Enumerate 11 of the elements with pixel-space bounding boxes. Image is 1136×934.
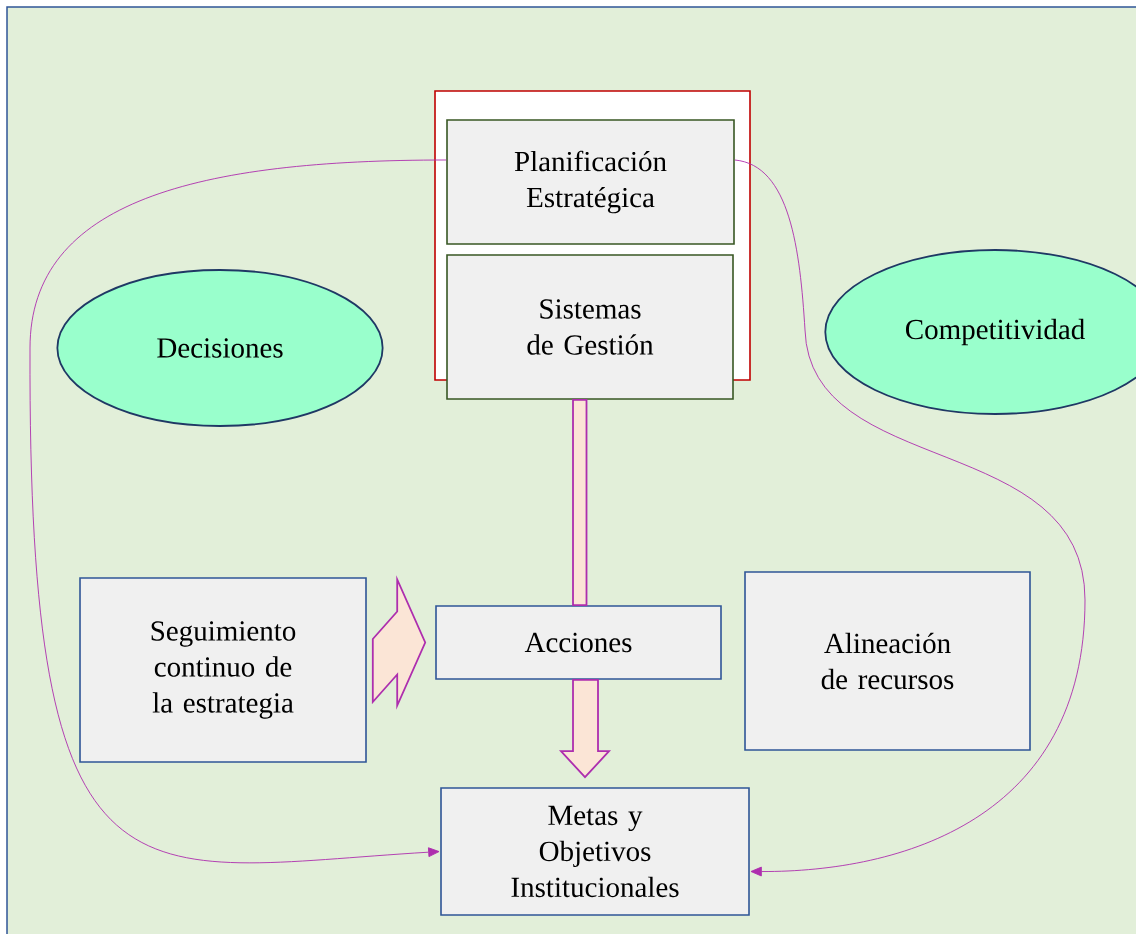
block-arrow	[558, 678, 612, 779]
curved-arrow	[734, 159, 1086, 877]
curved-arrow	[29, 159, 447, 864]
block-arrow	[371, 575, 427, 710]
process-box: Alineación de recursos	[744, 571, 1031, 751]
connector-bar	[572, 398, 588, 607]
process-box: Sistemas de Gestión	[446, 254, 734, 400]
process-box: Metas y Objetivos Institucionales	[440, 787, 750, 916]
process-box: Acciones	[435, 605, 722, 680]
process-box: Seguimiento continuo de la estrategia	[79, 577, 367, 763]
process-box: Planificación Estratégica	[446, 119, 735, 245]
